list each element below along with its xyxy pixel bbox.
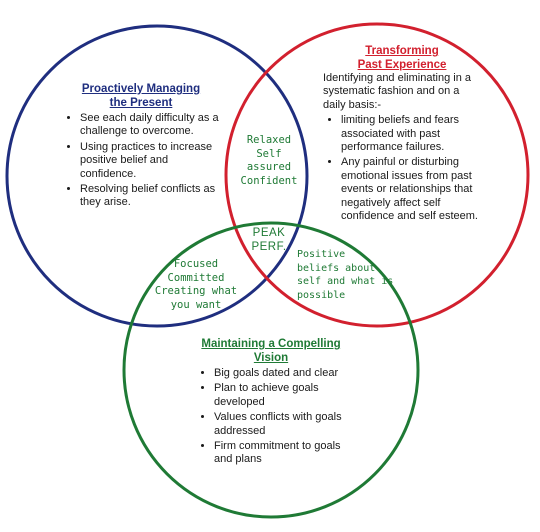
present-item: See each daily difficulty as a challenge…	[80, 112, 220, 139]
past-title: Transforming Past Experience	[357, 45, 447, 71]
overlap-present-past: Relaxed Self assured Confident	[234, 134, 304, 188]
past-circle	[224, 22, 530, 328]
vision-item: Plan to achieve goals developed	[214, 382, 346, 409]
overlap-line: Self	[256, 147, 282, 160]
overlap-past-vision: Positive beliefs about self and what is …	[297, 248, 407, 302]
vision-item: Firm commitment to goals and plans	[214, 440, 346, 467]
vision-item: Big goals dated and clear	[214, 367, 346, 380]
past-item: limiting beliefs and fears associated wi…	[341, 114, 481, 154]
vision-circle	[122, 221, 420, 519]
present-item: Resolving belief conflicts as they arise…	[80, 183, 220, 210]
overlap-line: Focused	[173, 258, 219, 270]
overlap-line: you want	[170, 298, 222, 311]
vision-list: Big goals dated and clear Plan to achiev…	[196, 367, 346, 467]
vision-region: Maintaining a Compelling Vision Big goal…	[196, 338, 346, 469]
overlap-line: Creating what	[154, 285, 238, 297]
overlap-present-vision: Focused Committed Creating what you want	[146, 258, 246, 312]
overlap-line: Confident	[240, 174, 298, 187]
overlap-line: beliefs about	[297, 262, 376, 274]
past-item: Any painful or disturbing emotional issu…	[341, 156, 481, 223]
peak-line: PERF.	[251, 241, 287, 253]
overlap-line: Relaxed	[246, 134, 292, 146]
overlap-line: Committed	[167, 271, 225, 284]
past-intro: Identifying and eliminating in a systema…	[323, 72, 471, 111]
vision-item: Values conflicts with goals addressed	[214, 411, 346, 438]
present-title: Proactively Managing the Present	[81, 83, 201, 109]
vision-title: Maintaining a Compelling Vision	[201, 338, 341, 364]
peak-line: PEAK	[252, 227, 286, 239]
present-list: See each daily difficulty as a challenge…	[62, 112, 220, 210]
past-list: limiting beliefs and fears associated wi…	[323, 114, 481, 223]
present-item: Using practices to increase positive bel…	[80, 141, 220, 181]
overlap-line: Positive	[297, 249, 346, 260]
past-region: Transforming Past Experience Identifying…	[323, 45, 481, 225]
present-circle	[5, 24, 309, 328]
overlap-line: self and what is	[297, 276, 394, 287]
present-region: Proactively Managing the Present See eac…	[62, 83, 220, 212]
overlap-line: possible	[297, 289, 346, 301]
overlap-line: assured	[246, 161, 292, 173]
overlap-center-peak: PEAK PERF.	[242, 226, 296, 254]
